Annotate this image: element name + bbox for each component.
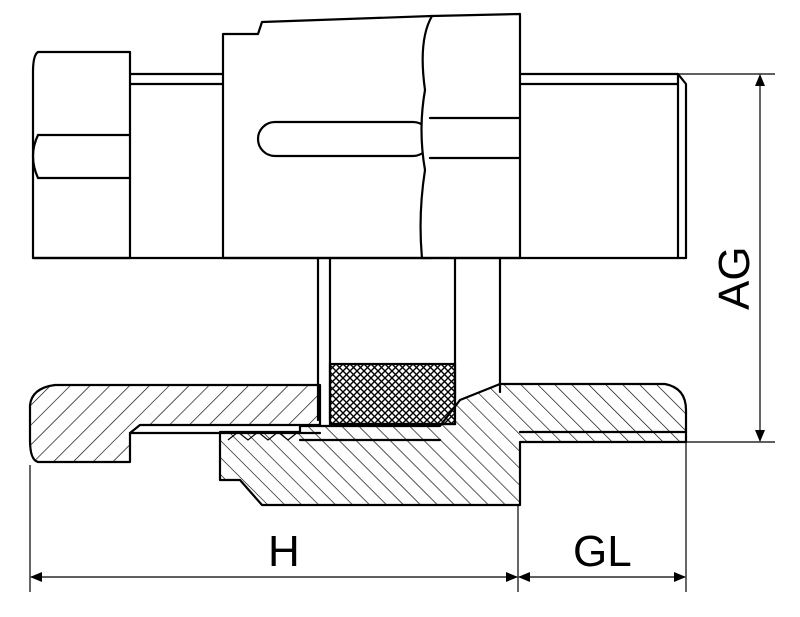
body-section xyxy=(218,382,688,507)
extension-lines xyxy=(29,73,775,592)
body-hex xyxy=(419,12,522,260)
dimensions: H GL AG xyxy=(29,73,775,592)
dimension-ag-label: AG xyxy=(710,246,759,310)
thread-detail xyxy=(128,422,688,442)
body-outline xyxy=(128,72,688,260)
thread-teeth xyxy=(227,431,299,441)
cap-nut-section xyxy=(28,383,322,464)
bore-lines xyxy=(316,256,502,422)
dimension-gl-label: GL xyxy=(573,527,632,576)
body-hex-edges xyxy=(428,116,522,160)
clamp-sleeve xyxy=(221,14,434,260)
cap-nut-hex xyxy=(31,50,132,260)
cross-section-view xyxy=(28,256,688,507)
exterior-view xyxy=(31,12,688,260)
cap-nut-edges xyxy=(31,133,132,180)
dimension-h-label: H xyxy=(268,527,300,576)
sealing-insert xyxy=(328,362,457,426)
